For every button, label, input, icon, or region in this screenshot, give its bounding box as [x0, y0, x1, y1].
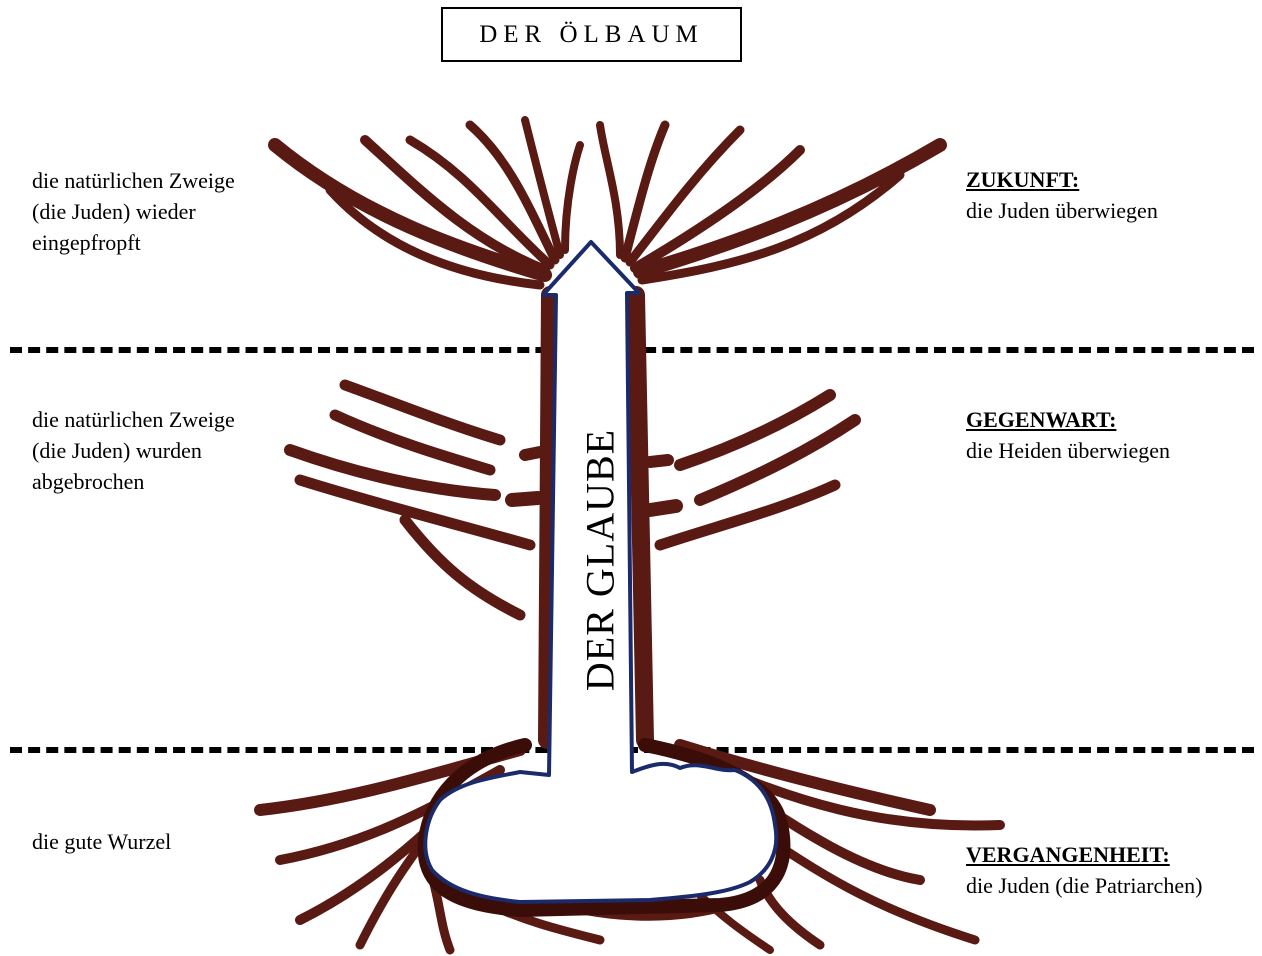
- future-heading: ZUKUNFT:: [966, 164, 1158, 195]
- present-text: die Heiden überwiegen: [966, 435, 1170, 466]
- label-left-middle: die natürlichen Zweige (die Juden) wurde…: [32, 404, 235, 497]
- broken-branches-left: [290, 385, 540, 615]
- label-future: ZUKUNFT: die Juden überwiegen: [966, 164, 1158, 226]
- label-line: abgebrochen: [32, 466, 235, 497]
- label-past: VERGANGENHEIT: die Juden (die Patriarche…: [966, 839, 1202, 901]
- label-line: eingepfropft: [32, 227, 235, 258]
- label-left-top: die natürlichen Zweige (die Juden) wiede…: [32, 165, 235, 258]
- past-heading: VERGANGENHEIT:: [966, 839, 1202, 870]
- label-present: GEGENWART: die Heiden überwiegen: [966, 404, 1170, 466]
- present-heading: GEGENWART:: [966, 404, 1170, 435]
- past-text: die Juden (die Patriarchen): [966, 870, 1202, 901]
- future-text: die Juden überwiegen: [966, 195, 1158, 226]
- label-line: die gute Wurzel: [32, 826, 171, 857]
- label-line: die natürlichen Zweige: [32, 404, 235, 435]
- arrow-label: DER GLAUBE: [577, 429, 624, 691]
- label-line: (die Juden) wieder: [32, 196, 235, 227]
- label-line: die natürlichen Zweige: [32, 165, 235, 196]
- branches-right: [650, 395, 855, 545]
- label-left-bottom: die gute Wurzel: [32, 826, 171, 857]
- label-line: (die Juden) wurden: [32, 435, 235, 466]
